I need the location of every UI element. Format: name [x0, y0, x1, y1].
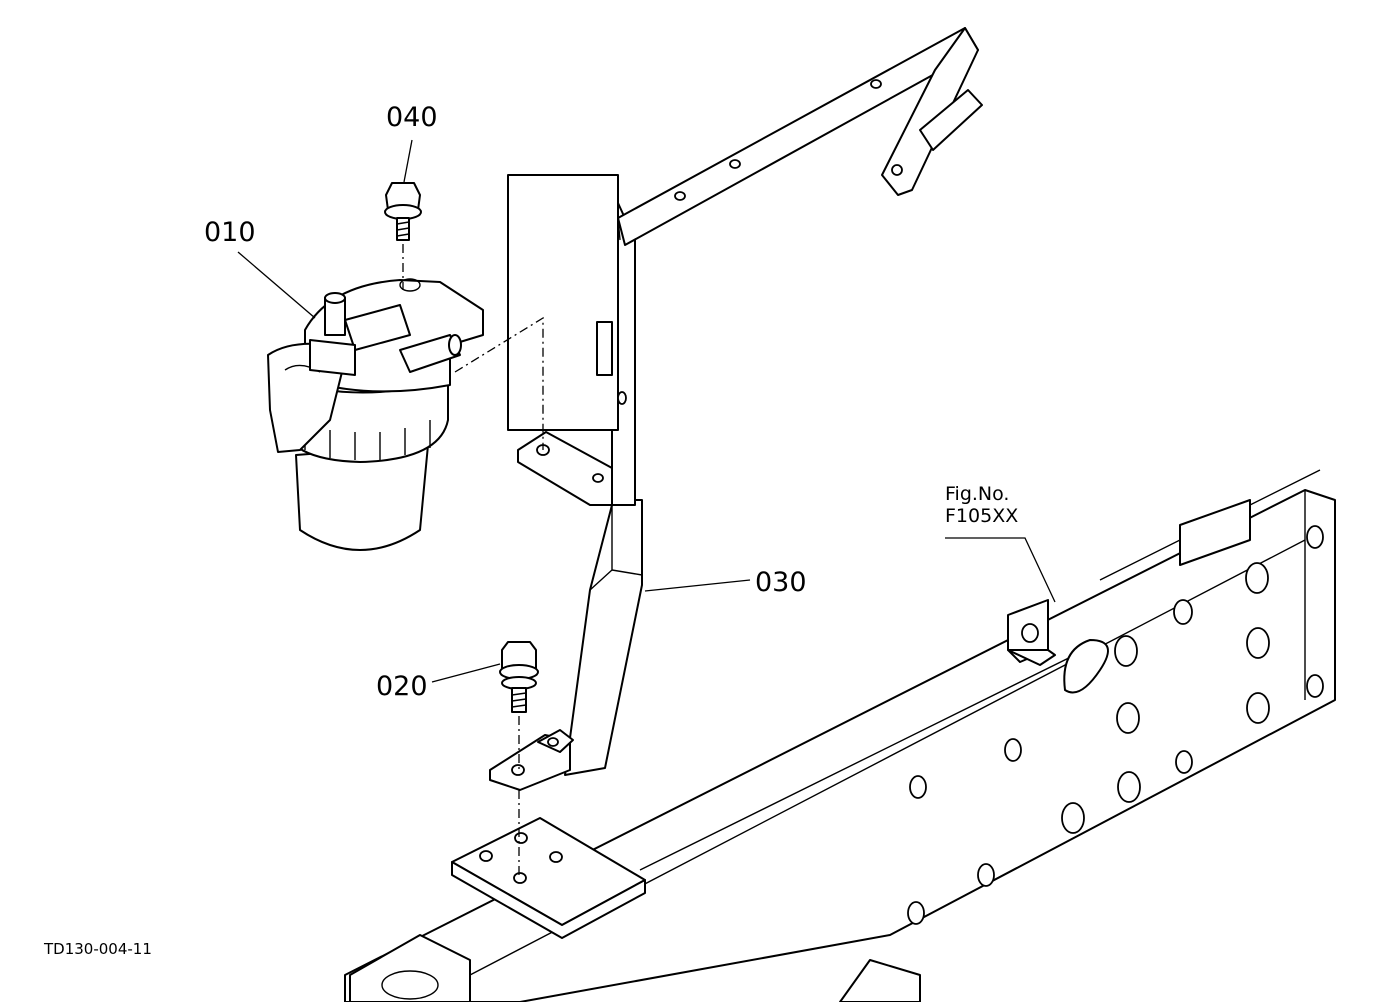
figure-reference-line1: Fig.No.: [945, 483, 1010, 505]
leader-lines: [237, 139, 1056, 683]
mounting-plate: [451, 817, 646, 939]
figure-reference[interactable]: Fig.No. F105XX: [945, 483, 1018, 528]
callout-030: 030: [755, 567, 807, 598]
drawing-code: TD130-004-11: [44, 940, 152, 958]
callout-020: 020: [376, 671, 428, 702]
fuel-filter-assembly-010: [267, 278, 484, 551]
fuel-filter-bracket-030: [489, 27, 983, 791]
callout-010: 010: [204, 217, 256, 248]
bolt-020: [499, 641, 539, 713]
callout-040: 040: [386, 102, 438, 133]
chassis-frame-rail: [344, 469, 1336, 1002]
figure-reference-line2: F105XX: [945, 505, 1019, 528]
rail-clip-bracket: [1007, 599, 1056, 666]
frame-holes: [907, 525, 1324, 925]
alignment-lines: [402, 244, 544, 878]
bolt-040: [384, 182, 422, 241]
